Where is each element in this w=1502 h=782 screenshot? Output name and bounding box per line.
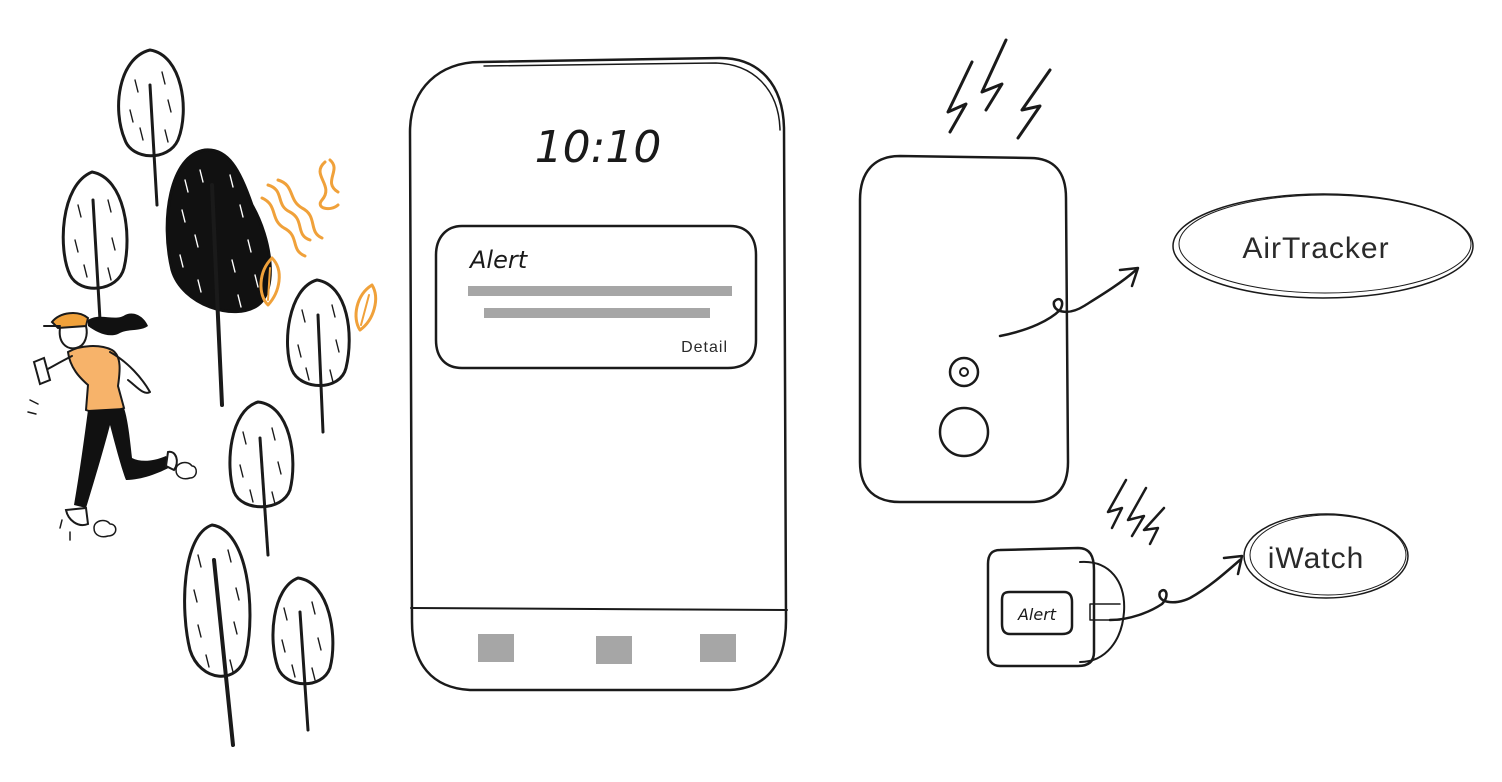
dock-app-icon[interactable] — [478, 634, 514, 662]
leaf-icon — [318, 158, 340, 211]
watch-device: Alert iWatch — [986, 478, 1409, 668]
dock-app-icon[interactable] — [596, 636, 632, 664]
phone-mockup: 10:10 Alert Detail — [408, 56, 788, 692]
notification-card[interactable]: Alert Detail — [434, 224, 758, 370]
connector-arrow — [1108, 554, 1244, 622]
connector-arrow — [998, 266, 1140, 338]
clock-time: 10:10 — [535, 122, 662, 173]
tree-icon — [271, 576, 335, 732]
tracker-device: AirTracker — [858, 38, 1474, 504]
lightning-icon — [1106, 478, 1166, 546]
notification-detail-link[interactable]: Detail — [681, 339, 728, 356]
dock-app-icon[interactable] — [700, 634, 736, 662]
tree-icon — [61, 170, 129, 322]
leaf-icon — [259, 256, 281, 307]
notification-text-placeholder — [484, 308, 710, 318]
lightning-icon — [946, 38, 1052, 140]
tree-icon — [286, 278, 351, 434]
leaf-icon — [260, 178, 324, 258]
tree-icon — [228, 400, 295, 557]
forest-scene — [27, 48, 377, 747]
leaf-icon — [354, 283, 377, 332]
notification-text-placeholder — [468, 286, 732, 296]
notification-title: Alert — [468, 246, 529, 274]
watch-screen-text: Alert — [1017, 605, 1057, 624]
tree-icon — [183, 523, 252, 747]
tree-icon — [165, 148, 272, 407]
tree-icon — [117, 48, 185, 207]
tracker-label: AirTracker — [1242, 232, 1389, 265]
runner-figure — [27, 312, 197, 541]
watch-label: iWatch — [1268, 542, 1365, 575]
